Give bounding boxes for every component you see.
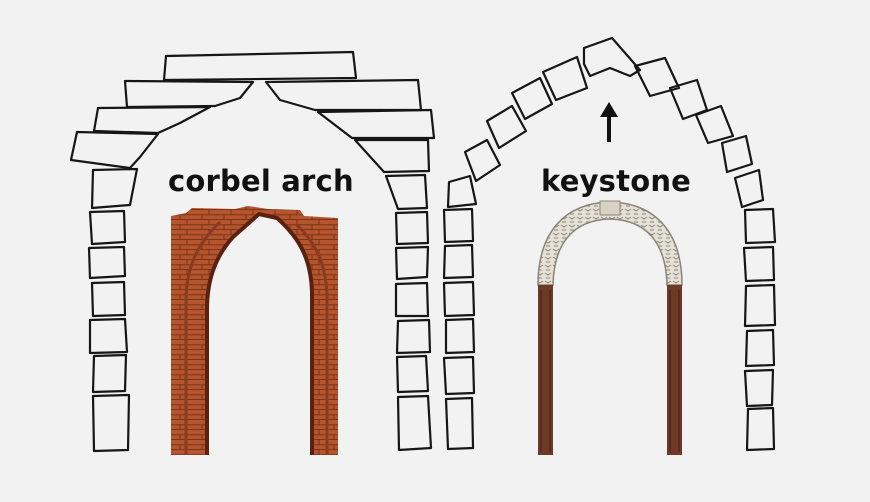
corbel-stone-right-3 [353,138,431,174]
keystone-stone [582,36,642,78]
up-arrow-icon [600,102,618,142]
corbel-arch-photo [171,206,338,455]
corbel-stone-left-2 [92,105,212,135]
keystone-label: keystone [541,164,692,198]
corbel-stone-left-1 [123,79,255,109]
corbel-stone-right-1 [264,78,423,112]
keystone-arch-outline [442,36,777,452]
corbel-arch-outline [69,50,436,453]
corbel-stone-right-2 [316,108,436,140]
corbel-stone-left-3 [69,130,160,170]
corbel-arch-label: corbel arch [168,164,354,198]
keystone-arch-photo [537,200,683,455]
corbel-capstone [162,50,358,82]
